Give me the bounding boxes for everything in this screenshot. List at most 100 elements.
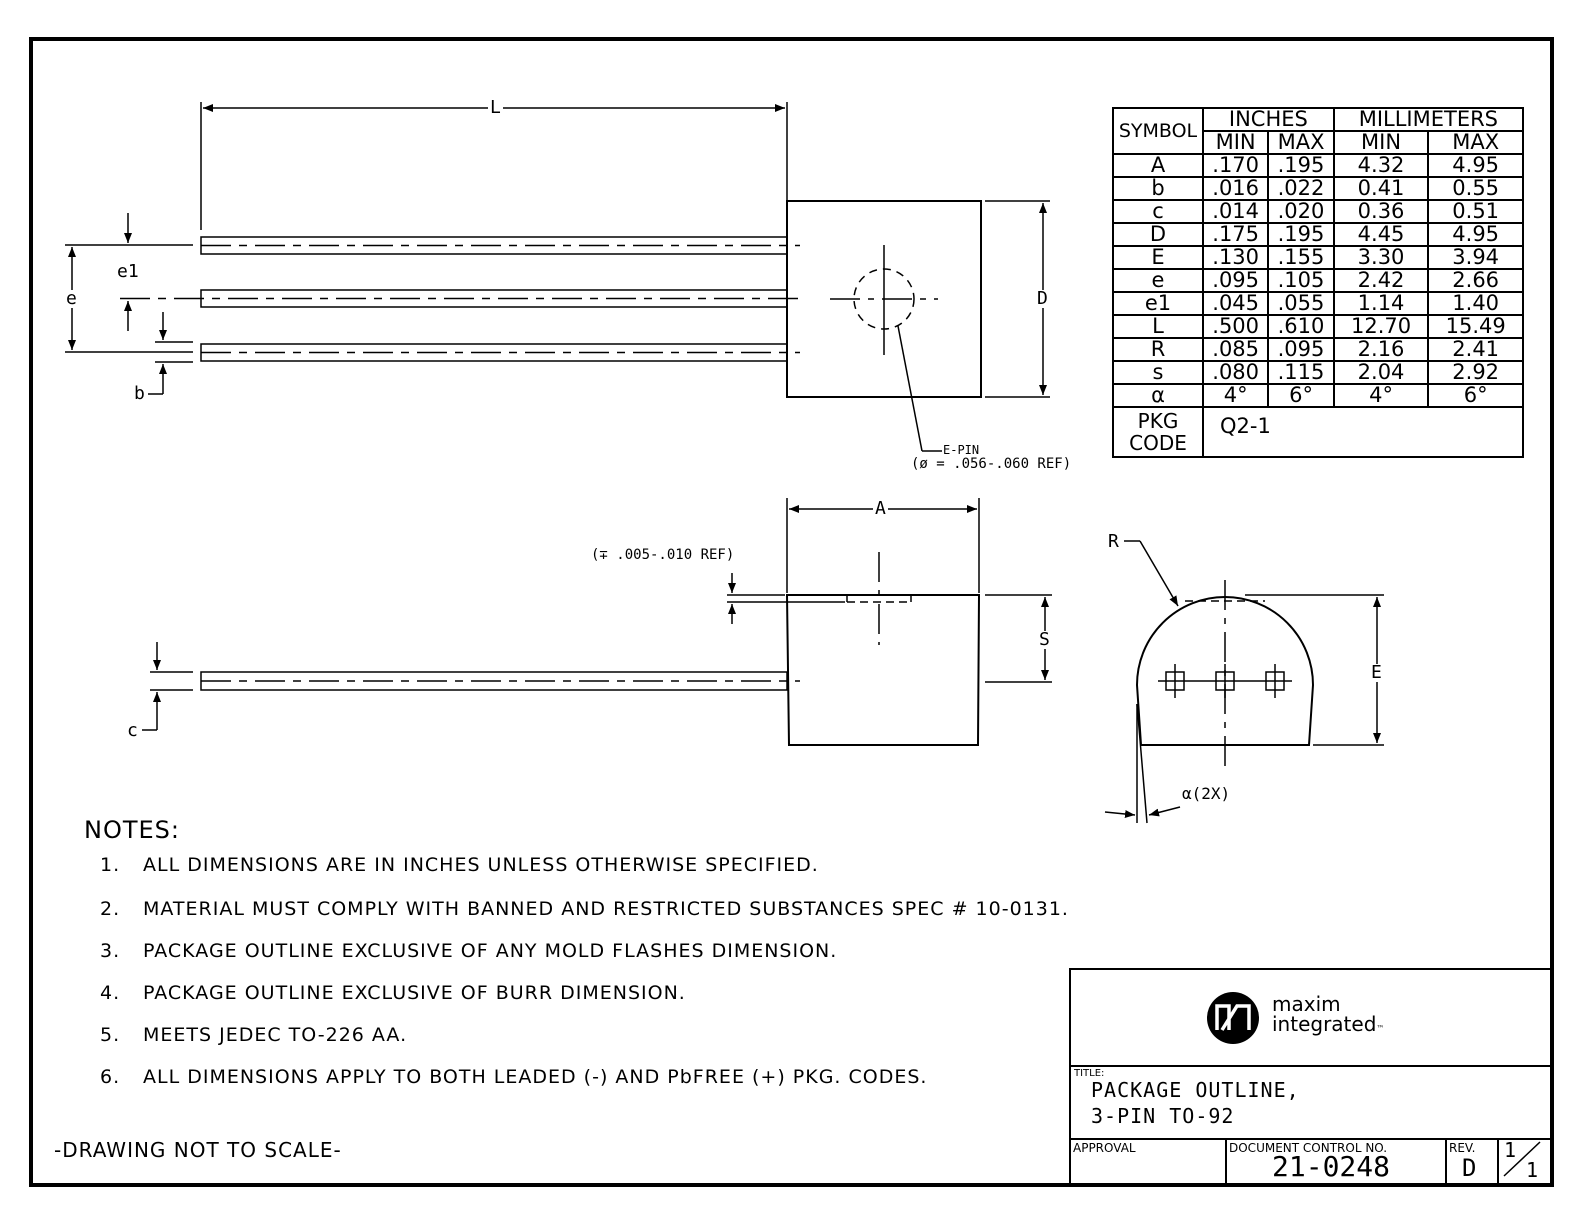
row-mm-min: 4.32 <box>1332 153 1430 178</box>
table-header-millimeters: MILLIMETERS <box>1332 107 1525 132</box>
label-e1: e1 <box>117 261 139 282</box>
rev-label: REV. <box>1449 1141 1476 1155</box>
note-text: ALL DIMENSIONS APPLY TO BOTH LEADED (-) … <box>143 1066 928 1088</box>
row-mm-min: 2.04 <box>1332 360 1430 385</box>
note-number: 6. <box>100 1066 121 1088</box>
table-row: c .014 .020 0.36 0.51 <box>1112 199 1524 224</box>
row-in-min: .045 <box>1201 291 1270 316</box>
row-symbol: e1 <box>1112 291 1204 316</box>
table-header-min: MIN <box>1332 130 1430 155</box>
trademark-symbol: ™ <box>1376 1024 1385 1033</box>
row-symbol: e <box>1112 268 1204 293</box>
table-header-max: MAX <box>1427 130 1524 155</box>
label-R: R <box>1108 531 1119 552</box>
doc-control-number: 21-0248 <box>1272 1150 1391 1183</box>
note-number: 4. <box>100 982 121 1004</box>
label-S: S <box>1039 629 1050 650</box>
table-header-symbol: SYMBOL <box>1112 107 1204 155</box>
row-mm-min: 0.41 <box>1332 176 1430 201</box>
note-number: 2. <box>100 898 121 920</box>
row-mm-min: 2.42 <box>1332 268 1430 293</box>
approval-label: APPROVAL <box>1073 1141 1136 1155</box>
row-in-max: .195 <box>1267 222 1335 247</box>
brand-subname: integrated™ <box>1272 1014 1384 1034</box>
row-mm-min: 3.30 <box>1332 245 1430 270</box>
table-row: A .170 .195 4.32 4.95 <box>1112 153 1524 178</box>
row-in-min: .085 <box>1201 337 1270 362</box>
row-mm-max: 15.49 <box>1427 314 1524 339</box>
row-mm-min: 4.45 <box>1332 222 1430 247</box>
row-symbol: L <box>1112 314 1204 339</box>
note-number: 3. <box>100 940 121 962</box>
row-symbol: b <box>1112 176 1204 201</box>
row-in-max: .105 <box>1267 268 1335 293</box>
row-in-min: 4° <box>1201 383 1270 408</box>
label-e: e <box>66 288 77 309</box>
sheet-number: 1 <box>1504 1138 1517 1162</box>
row-mm-max: 4.95 <box>1427 153 1524 178</box>
table-header-inches: INCHES <box>1202 107 1335 132</box>
table-row: e .095 .105 2.42 2.66 <box>1112 268 1524 293</box>
row-in-max: .020 <box>1267 199 1335 224</box>
row-symbol: D <box>1112 222 1204 247</box>
table-row: R .085 .095 2.16 2.41 <box>1112 337 1524 362</box>
brand-name: maxim <box>1272 992 1341 1016</box>
doc-control-label: DOCUMENT CONTROL NO. <box>1229 1141 1388 1155</box>
row-symbol: E <box>1112 245 1204 270</box>
row-mm-max: 3.94 <box>1427 245 1524 270</box>
note-text: ALL DIMENSIONS ARE IN INCHES UNLESS OTHE… <box>143 854 819 876</box>
pkg-code-row: PKG CODE Q2-1 <box>1112 406 1524 458</box>
table-row: L .500 .610 12.70 15.49 <box>1112 314 1524 339</box>
row-symbol: c <box>1112 199 1204 224</box>
pkg-code-label: PKG CODE <box>1112 406 1204 458</box>
row-in-min: .170 <box>1201 153 1270 178</box>
row-in-max: 6° <box>1267 383 1335 408</box>
sheet-total: 1 <box>1526 1158 1539 1182</box>
row-in-max: .055 <box>1267 291 1335 316</box>
note-text: MATERIAL MUST COMPLY WITH BANNED AND RES… <box>143 898 1069 920</box>
row-symbol: A <box>1112 153 1204 178</box>
row-mm-max: 4.95 <box>1427 222 1524 247</box>
row-in-min: .014 <box>1201 199 1270 224</box>
note-text: PACKAGE OUTLINE EXCLUSIVE OF BURR DIMENS… <box>143 982 686 1004</box>
row-in-min: .095 <box>1201 268 1270 293</box>
label-L: L <box>488 97 503 118</box>
row-symbol: R <box>1112 337 1204 362</box>
row-in-max: .155 <box>1267 245 1335 270</box>
row-mm-min: 0.36 <box>1332 199 1430 224</box>
row-in-max: .195 <box>1267 153 1335 178</box>
table-row: D .175 .195 4.45 4.95 <box>1112 222 1524 247</box>
divider <box>1069 1065 1552 1067</box>
label-epin: E-PIN <box>943 443 980 457</box>
note-number: 1. <box>100 854 121 876</box>
row-in-max: .022 <box>1267 176 1335 201</box>
row-mm-max: 2.66 <box>1427 268 1524 293</box>
label-E: E <box>1371 662 1382 683</box>
table-header-min: MIN <box>1201 130 1270 155</box>
list-item: 4. PACKAGE OUTLINE EXCLUSIVE OF BURR DIME… <box>100 982 686 1004</box>
notes-heading: NOTES: <box>84 816 180 844</box>
divider <box>1069 1138 1552 1140</box>
brand-subname-text: integrated <box>1272 1012 1377 1036</box>
row-mm-min: 1.14 <box>1332 291 1430 316</box>
dimension-table: SYMBOL INCHES MILLIMETERS MIN MAX MIN MA… <box>1112 107 1525 458</box>
row-in-min: .016 <box>1201 176 1270 201</box>
list-item: 1. ALL DIMENSIONS ARE IN INCHES UNLESS OT… <box>100 854 819 876</box>
table-row: E .130 .155 3.30 3.94 <box>1112 245 1524 270</box>
sheet-border <box>29 37 1554 1187</box>
list-item: 2. MATERIAL MUST COMPLY WITH BANNED AND R… <box>100 898 1069 920</box>
note-text: MEETS JEDEC TO-226 AA. <box>143 1024 408 1046</box>
note-number: 5. <box>100 1024 121 1046</box>
table-row: α 4° 6° 4° 6° <box>1112 383 1524 408</box>
row-mm-max: 1.40 <box>1427 291 1524 316</box>
title-line1: PACKAGE OUTLINE, <box>1091 1078 1300 1102</box>
table-row: b .016 .022 0.41 0.55 <box>1112 176 1524 201</box>
title-line2: 3-PIN TO-92 <box>1091 1104 1235 1128</box>
row-in-min: .080 <box>1201 360 1270 385</box>
pkg-code-value: Q2-1 <box>1202 406 1524 458</box>
table-row: s .080 .115 2.04 2.92 <box>1112 360 1524 385</box>
row-mm-max: 6° <box>1427 383 1524 408</box>
divider <box>1497 1138 1499 1184</box>
table-row: e1 .045 .055 1.14 1.40 <box>1112 291 1524 316</box>
